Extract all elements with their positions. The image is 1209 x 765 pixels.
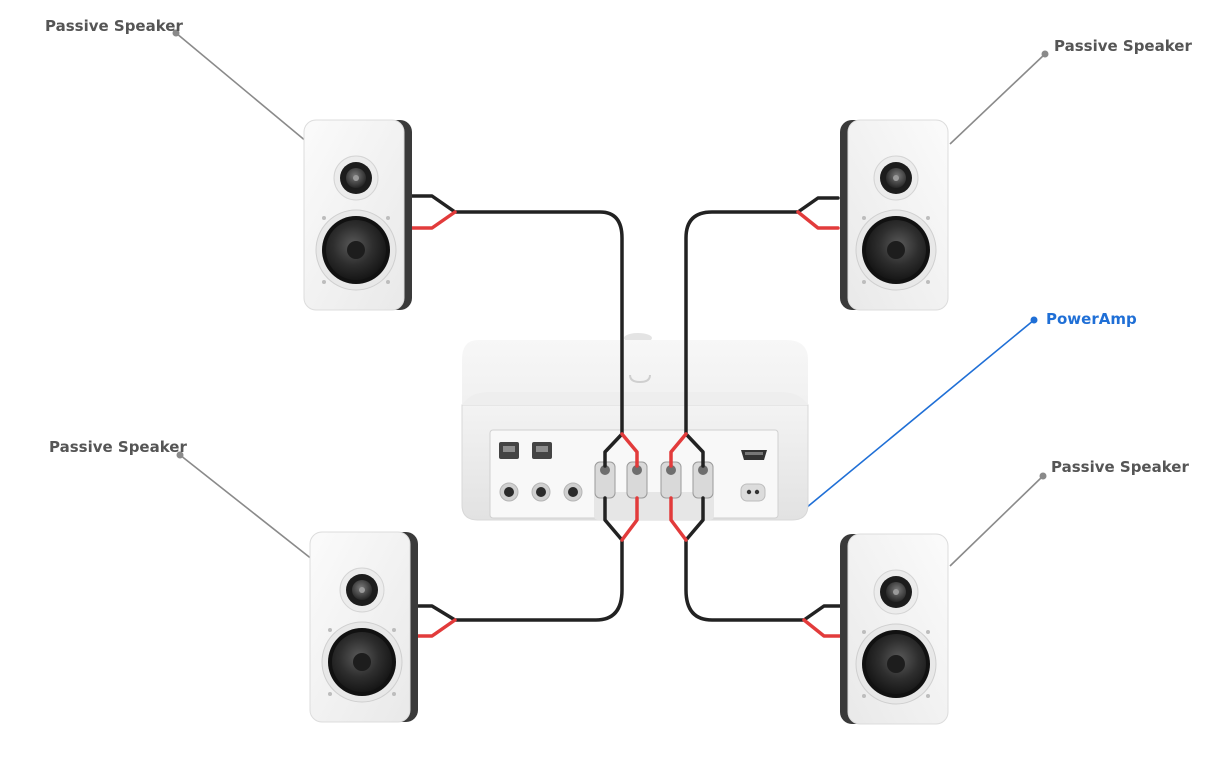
speaker-terminals: [594, 461, 714, 520]
amp-leader-dot: [1030, 316, 1038, 324]
label-speaker-top-left: Passive Speaker: [45, 17, 183, 35]
amplifier-icon: [461, 333, 809, 521]
leader-lines: [175, 32, 1046, 567]
rj45-port-icon: [499, 442, 552, 459]
hdmi-port-icon: [741, 450, 767, 460]
label-speaker-bottom-right: Passive Speaker: [1051, 458, 1189, 476]
speaker-cables: [410, 194, 846, 638]
speaker-icon: [303, 119, 413, 311]
leader-dot-top-right: [1041, 50, 1049, 58]
leader-dot-top-left: [172, 29, 180, 37]
speaker-icon: [839, 533, 949, 725]
label-power-amp: PowerAmp: [1046, 310, 1137, 328]
amp-leader-line: [805, 319, 1035, 509]
label-speaker-bottom-left: Passive Speaker: [49, 438, 187, 456]
label-speaker-top-right: Passive Speaker: [1054, 37, 1192, 55]
leader-dot-bottom-right: [1039, 472, 1047, 480]
rca-jack-icon: [499, 482, 583, 502]
speaker-icon: [309, 531, 419, 723]
power-socket-icon: [740, 483, 766, 502]
leader-dot-bottom-left: [176, 451, 184, 459]
speaker-icon: [839, 119, 949, 311]
